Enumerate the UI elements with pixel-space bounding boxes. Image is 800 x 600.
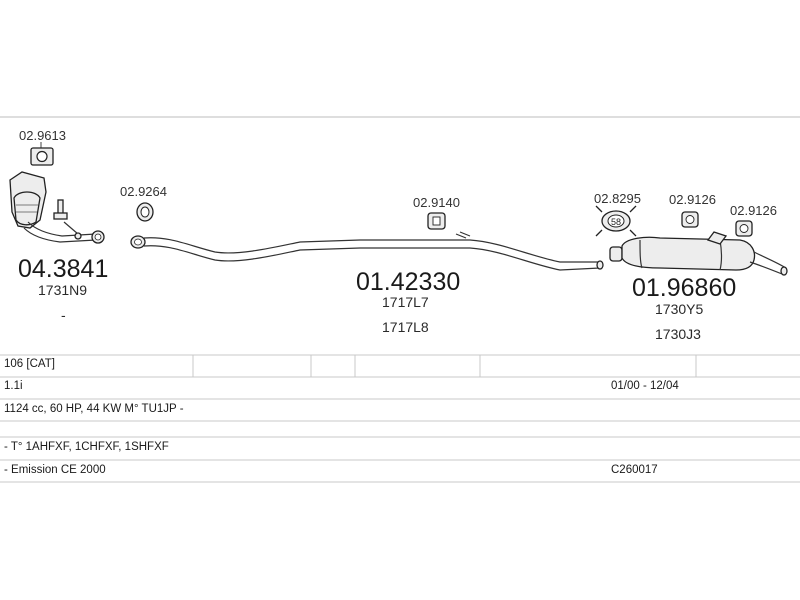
hanger-middle-code: 02.9140 — [413, 195, 460, 210]
middle-pipe-part — [130, 231, 604, 271]
vehicle-spec: 1124 cc, 60 HP, 44 KW M° TU1JP - — [4, 403, 184, 415]
rear-silencer-code: 01.96860 — [632, 274, 736, 302]
hanger-middle-part — [427, 212, 446, 230]
vehicle-emission: - Emission CE 2000 — [4, 464, 106, 476]
catalog-code: C260017 — [611, 464, 658, 476]
gasket-cat-code: 02.9613 — [19, 128, 66, 143]
gasket-front-code: 02.9264 — [120, 184, 167, 199]
clamp-rear-code: 02.8295 — [594, 191, 641, 206]
rear-silencer-part — [609, 231, 788, 276]
catalyst-code: 04.3841 — [18, 255, 108, 283]
clamp-rear-part — [595, 205, 637, 237]
gasket-front-part — [136, 202, 154, 222]
lambda-bolt-part — [53, 199, 82, 240]
middle-pipe-ref-2: 1717L8 — [382, 319, 429, 335]
middle-pipe-ref-1: 1717L7 — [382, 294, 429, 310]
bullet-mark: - — [61, 307, 66, 323]
middle-pipe-code: 01.42330 — [356, 268, 460, 296]
vehicle-engine: 1.1i — [4, 380, 23, 392]
hanger-rear-2-part — [735, 220, 753, 237]
rear-silencer-ref-1: 1730Y5 — [655, 301, 703, 317]
catalyst-part — [9, 171, 105, 244]
clamp-size: 58 — [611, 217, 621, 227]
rear-silencer-ref-2: 1730J3 — [655, 326, 701, 342]
vehicle-types: - T° 1AHFXF, 1CHFXF, 1SHFXF — [4, 441, 169, 453]
vehicle-model: 106 [CAT] — [4, 358, 55, 370]
hanger-rear-2-code: 02.9126 — [730, 203, 777, 218]
vehicle-table-grid — [0, 354, 800, 483]
catalyst-ref: 1731N9 — [38, 282, 87, 298]
gasket-cat-part — [30, 147, 54, 166]
hanger-rear-1-code: 02.9126 — [669, 192, 716, 207]
hanger-rear-1-part — [681, 211, 699, 228]
vehicle-dates: 01/00 - 12/04 — [611, 380, 679, 392]
